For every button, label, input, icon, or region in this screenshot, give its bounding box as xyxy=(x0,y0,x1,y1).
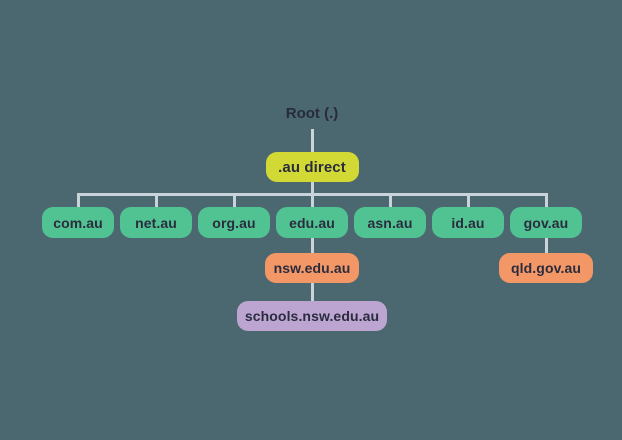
node-net-au: net.au xyxy=(120,207,192,238)
node-au-direct: .au direct xyxy=(265,152,359,182)
node-edu-au-label: edu.au xyxy=(289,214,335,231)
node-gov-au: gov.au xyxy=(510,207,582,238)
node-org-au-label: org.au xyxy=(212,214,256,231)
node-id-au-label: id.au xyxy=(451,214,485,231)
node-edu-au: edu.au xyxy=(276,207,348,238)
node-asn-au: asn.au xyxy=(354,207,426,238)
node-gov-au-label: gov.au xyxy=(523,214,569,231)
node-net-au-label: net.au xyxy=(135,214,177,231)
connector-gov-au-to-qld-gov-au xyxy=(544,238,548,253)
node-qld-gov-au-label: qld.gov.au xyxy=(511,260,581,276)
connector-bus-to-org-au xyxy=(232,193,236,207)
root-node-label: Root (.) xyxy=(285,105,339,122)
node-nsw-edu-au: nsw.edu.au xyxy=(265,253,359,283)
connector-bus-to-edu-au xyxy=(310,193,314,207)
node-org-au: org.au xyxy=(198,207,270,238)
node-nsw-edu-au-label: nsw.edu.au xyxy=(273,260,351,276)
node-schools-nsw-edu-au: schools.nsw.edu.au xyxy=(237,301,387,331)
node-id-au: id.au xyxy=(432,207,504,238)
node-qld-gov-au: qld.gov.au xyxy=(499,253,593,283)
connector-bus-to-com-au xyxy=(76,193,80,207)
connector-edu-au-to-nsw-edu-au xyxy=(310,238,314,253)
connector-root-to-au-direct xyxy=(310,129,314,152)
node-au-direct-label: .au direct xyxy=(278,158,346,176)
connector-bus-to-gov-au xyxy=(544,193,548,207)
node-asn-au-label: asn.au xyxy=(367,214,413,231)
node-com-au-label: com.au xyxy=(53,214,103,231)
node-com-au: com.au xyxy=(42,207,114,238)
connector-bus-to-net-au xyxy=(154,193,158,207)
connector-au-direct-to-bus xyxy=(310,182,314,194)
connector-bus-to-asn-au xyxy=(388,193,392,207)
connector-nsw-edu-au-to-schools xyxy=(310,283,314,301)
connector-bus-to-id-au xyxy=(466,193,470,207)
node-schools-nsw-edu-au-label: schools.nsw.edu.au xyxy=(244,308,380,324)
